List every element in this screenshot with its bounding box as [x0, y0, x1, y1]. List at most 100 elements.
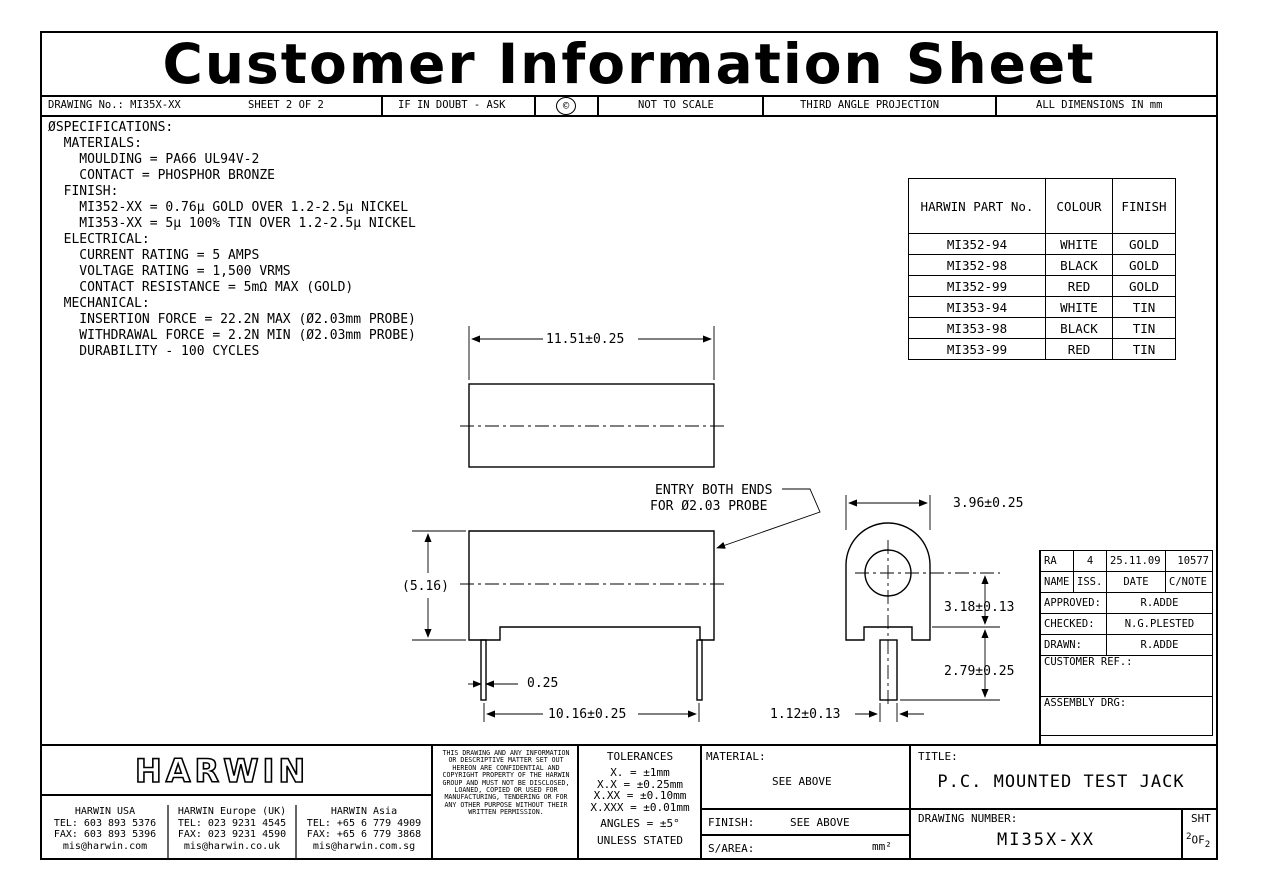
approved-row: APPROVED:R.ADDE [1040, 592, 1213, 614]
pin-length-dimension: 2.79±0.25 [944, 664, 1015, 679]
tolerance-line: X. = ±1mm [610, 766, 670, 779]
pin-dia-dimension: 1.12±0.13 [770, 707, 841, 722]
spec-line: MECHANICAL: [48, 296, 150, 311]
rev-issue: 4 [1073, 550, 1107, 572]
spec-line: ELECTRICAL: [48, 232, 150, 247]
scale-header: NOT TO SCALE [638, 99, 714, 111]
header-divider [597, 95, 599, 116]
rev-header-name: NAME [1040, 571, 1074, 593]
office-europe: HARWIN Europe (UK) TEL: 023 9231 4545 FA… [170, 806, 294, 852]
revision-header-row: NAME ISS. DATE C/NOTE [1040, 571, 1213, 593]
front-view-body [468, 530, 715, 641]
length-dimension: 11.51±0.25 [546, 332, 625, 347]
office-name: HARWIN USA [74, 806, 136, 817]
office-asia: HARWIN Asia TEL: +65 6 779 4909 FAX: +65… [298, 806, 430, 852]
specifications-block: ØSPECIFICATIONS: MATERIALS: MOULDING = P… [48, 120, 416, 360]
hole-height-dimension: 3.18±0.13 [944, 600, 1015, 615]
surface-area-label: S/AREA: [708, 842, 755, 855]
drawing-number: MI35X-XX [997, 830, 1095, 850]
finish-cell: GOLD [1112, 233, 1176, 255]
finish-cell: GOLD [1112, 254, 1176, 276]
header-divider [534, 95, 536, 116]
finish-label: FINISH: [708, 816, 755, 829]
tolerance-line: X.XX = ±0.10mm [593, 789, 687, 802]
checked-label: CHECKED: [1040, 613, 1107, 635]
spec-line: DURABILITY - 100 CYCLES [48, 344, 260, 359]
spec-line: CONTACT = PHOSPHOR BRONZE [48, 168, 275, 183]
checked-value: N.G.PLESTED [1106, 613, 1213, 635]
copyright-symbol: © [556, 97, 576, 115]
spec-line: MATERIALS: [48, 136, 142, 151]
finish-cell: TIN [1112, 296, 1176, 318]
drawing-title: P.C. MOUNTED TEST JACK [937, 772, 1185, 792]
finish-value: SEE ABOVE [790, 816, 850, 829]
finish-cell: TIN [1112, 338, 1176, 360]
revision-row: RA 4 25.11.09 10577 [1040, 550, 1213, 572]
tolerances-title: TOLERANCES [606, 750, 674, 763]
part-no-cell: MI352-98 [908, 254, 1046, 276]
side-pin [879, 639, 898, 701]
office-email: mis@harwin.com.sg [312, 840, 416, 852]
spec-line: MOULDING = PA66 UL94V-2 [48, 152, 260, 167]
sheet-current: 2 [1186, 831, 1192, 842]
tolerance-lines: X. = ±1mm X.X = ±0.25mm X.XX = ±0.10mm X… [580, 767, 700, 813]
entry-note-line1: ENTRY BOTH ENDS [655, 483, 773, 498]
approved-value: R.ADDE [1106, 592, 1213, 614]
projection-header: THIRD ANGLE PROJECTION [800, 99, 940, 111]
header-divider [381, 95, 383, 116]
spec-line: VOLTAGE RATING = 1,500 VRMS [48, 264, 291, 279]
unless-stated: UNLESS STATED [596, 834, 684, 847]
angles-tolerance: ANGLES = ±5° [600, 817, 680, 830]
harwin-logo: HARWIN [134, 751, 310, 791]
leader-line [716, 488, 821, 549]
rev-header-issue: ISS. [1073, 571, 1107, 593]
office-name: HARWIN Europe (UK) [177, 806, 287, 817]
spec-line: MI353-XX = 5µ 100% TIN OVER 1.2-2.5µ NIC… [48, 216, 416, 231]
office-email: mis@harwin.co.uk [183, 840, 281, 852]
spec-line: FINISH: [48, 184, 119, 199]
sheet-of: OF [1191, 833, 1205, 847]
header-bottom-rule [42, 115, 1216, 117]
header-divider [995, 95, 997, 116]
tolerance-line: X.X = ±0.25mm [596, 777, 684, 791]
revision-table: RA 4 25.11.09 10577 NAME ISS. DATE C/NOT… [1040, 550, 1213, 736]
office-tel: TEL: +65 6 779 4909 [306, 817, 422, 829]
office-usa: HARWIN USA TEL: 603 893 5376 FAX: 603 89… [44, 806, 166, 852]
surface-area-unit: mm² [872, 840, 892, 853]
assembly-row: ASSEMBLY DRG: [1040, 696, 1213, 736]
rev-header-cnote: C/NOTE [1165, 571, 1213, 593]
specifications-heading: ØSPECIFICATIONS: [48, 120, 174, 135]
header-finish: FINISH [1112, 178, 1176, 234]
pitch-dimension: 10.16±0.25 [548, 707, 627, 722]
height-dimension: (5.16) [402, 579, 449, 594]
drawn-row: DRAWN:R.ADDE [1040, 634, 1213, 656]
dimensions-header: ALL DIMENSIONS IN mm [1036, 99, 1163, 111]
material-value: SEE ABOVE [772, 775, 832, 788]
assembly-drg-label: ASSEMBLY DRG: [1040, 696, 1213, 736]
drawing-number-header: DRAWING No.: MI35X-XX [48, 99, 181, 111]
rev-date: 25.11.09 [1106, 550, 1166, 572]
spec-line: WITHDRAWAL FORCE = 2.2N MIN (Ø2.03mm PRO… [48, 328, 416, 343]
sheet-total: 2 [1204, 838, 1211, 850]
entry-note-line2: FOR Ø2.03 PROBE [650, 499, 768, 514]
office-fax: FAX: 023 9231 4590 [177, 829, 287, 840]
sheet-label: SHT [1191, 812, 1211, 825]
spec-line: INSERTION FORCE = 22.2N MAX (Ø2.03mm PRO… [48, 312, 416, 327]
spec-line: MI352-XX = 0.76µ GOLD OVER 1.2-2.5µ NICK… [48, 200, 409, 215]
title-label: TITLE: [918, 750, 958, 763]
header-top-rule [42, 95, 1216, 97]
colour-cell: RED [1045, 338, 1113, 360]
spec-line: CONTACT RESISTANCE = 5mΩ MAX (GOLD) [48, 280, 354, 295]
drawing-sheet-border [40, 31, 1218, 860]
tolerances-block: TOLERANCES X. = ±1mm X.X = ±0.25mm X.XX … [580, 750, 700, 847]
drawn-value: R.ADDE [1106, 634, 1213, 656]
office-tel: TEL: 023 9231 4545 [177, 817, 287, 829]
pin-right [696, 639, 703, 701]
tolerance-line: X.XXX = ±0.01mm [590, 800, 690, 814]
